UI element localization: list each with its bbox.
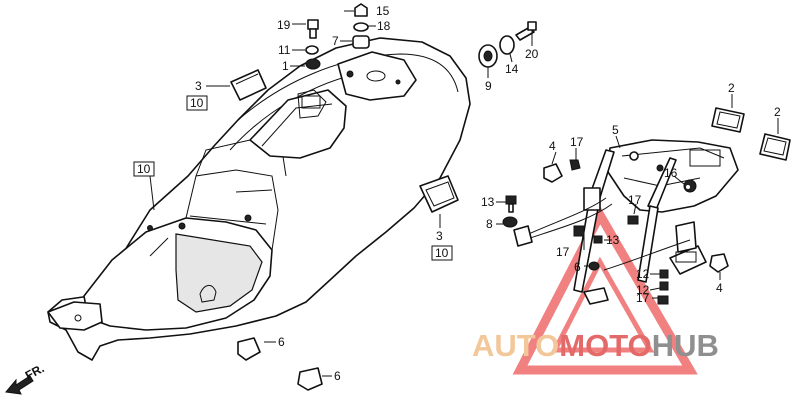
callout-11: 11 <box>278 43 291 57</box>
callout-10-upper: 10 <box>190 96 204 110</box>
callout-18: 18 <box>377 19 391 33</box>
callout-6-c: 6 <box>334 369 341 383</box>
callout-3-middle: 3 <box>436 229 443 243</box>
reflectors <box>711 107 791 161</box>
callout-4-a: 4 <box>549 139 556 153</box>
callout-15: 15 <box>376 4 390 18</box>
callout-3-upper: 3 <box>195 79 202 93</box>
callout-19: 19 <box>277 18 291 32</box>
callout-17-a: 17 <box>570 135 584 149</box>
arrow-icon <box>5 375 34 395</box>
callout-17-c: 17 <box>628 193 642 207</box>
callout-5: 5 <box>612 123 619 137</box>
callout-16: 16 <box>664 166 678 180</box>
watermark-triangle <box>512 205 698 375</box>
callout-13-b: 13 <box>606 233 620 247</box>
caps <box>237 337 323 391</box>
watermark-auto: AUTO <box>472 328 559 363</box>
callout-2-right: 2 <box>774 105 781 119</box>
watermark-hub: HUB <box>652 328 719 363</box>
hardware-stack-left <box>305 3 370 70</box>
rear-fender-bracket <box>513 139 739 305</box>
callout-17-d: 17 <box>636 291 650 305</box>
leader-lines <box>149 10 779 377</box>
watermark-logo: AUTOMOTOHUB <box>472 328 719 363</box>
pad-middle <box>419 175 459 213</box>
callout-labels: 19 15 18 7 11 1 9 14 20 3 10 10 2 2 5 17… <box>133 4 781 383</box>
callout-9: 9 <box>485 79 492 93</box>
seat-cowl <box>47 37 471 361</box>
front-direction-indicator: FR. <box>5 361 46 395</box>
fender-hardware <box>502 159 729 305</box>
callout-1: 1 <box>282 59 289 73</box>
callout-6-b: 6 <box>278 335 285 349</box>
svg-text:AUTOMOTOHUB: AUTOMOTOHUB <box>472 328 719 363</box>
callout-12-a: 12 <box>636 267 650 281</box>
callout-6-a: 6 <box>574 260 581 274</box>
callout-14: 14 <box>505 62 519 76</box>
callout-20: 20 <box>525 47 539 61</box>
callout-10-middle: 10 <box>435 246 449 260</box>
callout-12-b: 12 <box>636 283 650 297</box>
pad-upper <box>230 69 267 101</box>
callout-8: 8 <box>486 217 493 231</box>
callout-10-left: 10 <box>137 162 151 176</box>
callout-17-b: 17 <box>556 245 570 259</box>
hardware-stack-right <box>478 21 537 68</box>
watermark-moto: MOTO <box>559 328 651 363</box>
callout-13-a: 13 <box>481 195 495 209</box>
callout-4-b: 4 <box>716 281 723 295</box>
callout-7: 7 <box>332 34 339 48</box>
callout-2-upper: 2 <box>728 81 735 95</box>
